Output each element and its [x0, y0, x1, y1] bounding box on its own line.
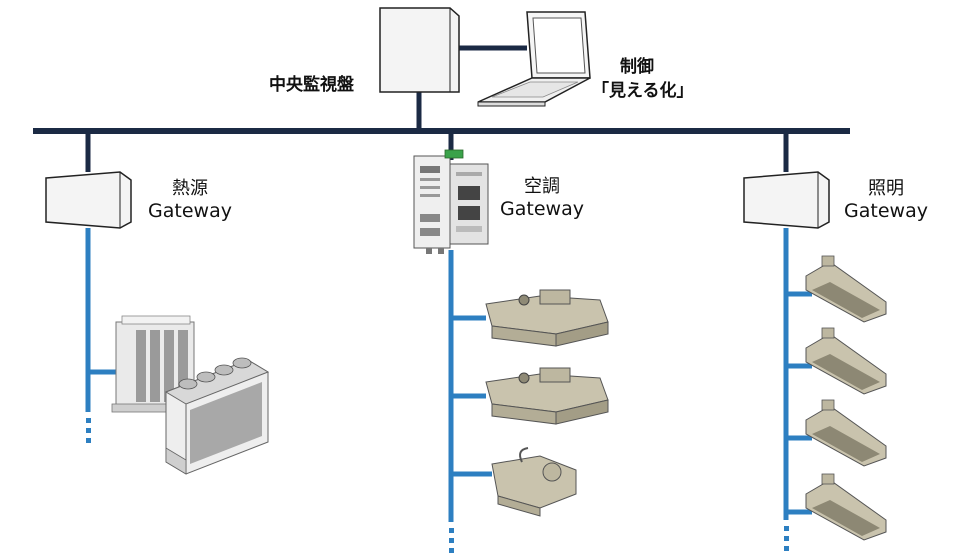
heat-source-gateway-name-en: Gateway — [148, 200, 232, 222]
visualization-label: 「見える化」 — [592, 81, 694, 101]
continuation-dots — [86, 418, 789, 553]
heat-source-gateway-label: 熱源 Gateway — [140, 178, 240, 222]
branch-lines — [85, 228, 812, 522]
light-fixture-icon — [805, 399, 887, 467]
hvac-gateway-label: 空調 Gateway — [492, 176, 592, 220]
central-monitoring-label: 中央監視盤 — [269, 75, 354, 95]
ceiling-ac-unit-icon — [485, 289, 609, 347]
hvac-gateway-device-icon — [413, 149, 489, 254]
central-monitoring-panel-icon — [379, 7, 460, 93]
light-fixture-icon — [805, 473, 887, 541]
lighting-gateway-name-en: Gateway — [844, 200, 928, 222]
chiller-unit-front-icon — [164, 357, 270, 475]
hvac-gateway-name-jp: 空調 — [524, 176, 560, 197]
light-fixture-icon — [805, 255, 887, 323]
laptop-icon — [477, 11, 591, 107]
light-fixture-icon — [805, 327, 887, 395]
hvac-gateway-name-en: Gateway — [500, 198, 584, 220]
ceiling-ac-unit-icon — [485, 367, 609, 425]
ceiling-ac-unit-small-icon — [491, 447, 577, 517]
heat-source-gateway-icon — [45, 171, 132, 229]
lighting-gateway-icon — [743, 171, 830, 229]
backbone-network — [33, 45, 850, 172]
heat-source-gateway-name-jp: 熱源 — [172, 178, 208, 199]
lighting-gateway-label: 照明 Gateway — [836, 178, 936, 222]
control-label: 制御 — [620, 57, 654, 77]
lighting-gateway-name-jp: 照明 — [868, 178, 904, 199]
